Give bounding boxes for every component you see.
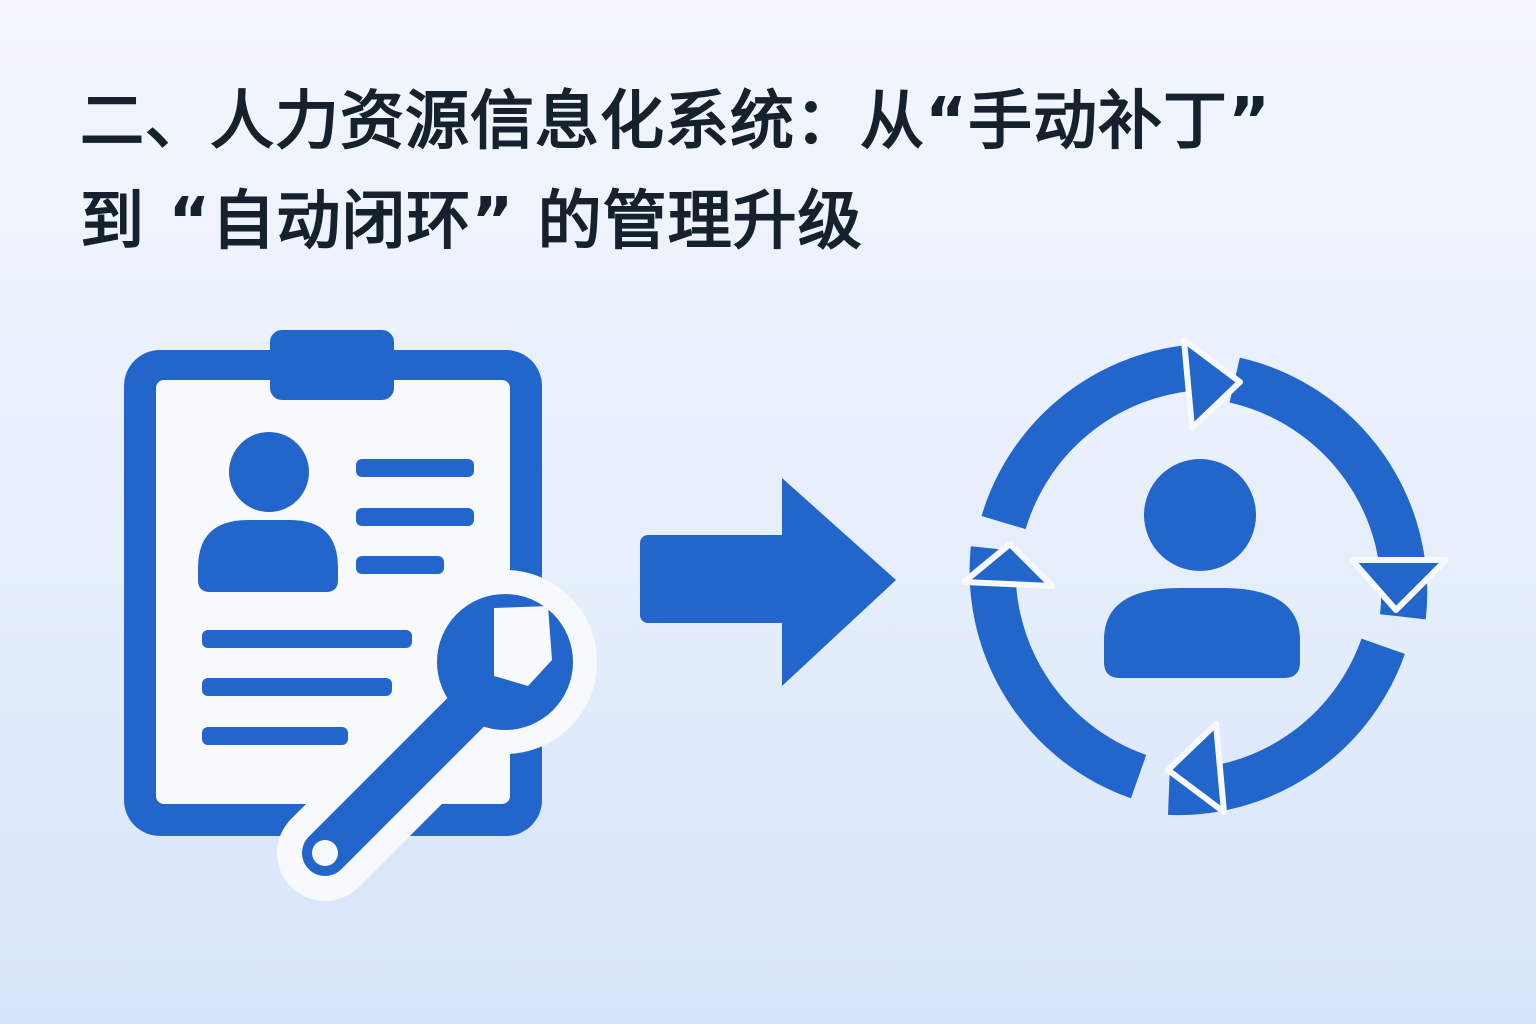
title-line-2: 到 “自动闭环” 的管理升级 [80, 185, 863, 259]
title-line-1: 二、人力资源信息化系统：从“手动补丁” [80, 85, 1272, 159]
page-title: 二、人力资源信息化系统：从“手动补丁” 到 “自动闭环” 的管理升级 [80, 72, 1480, 272]
cycle-user-icon [961, 337, 1449, 816]
arrow-right-icon [640, 478, 896, 686]
clipboard-profile-wrench-icon [124, 330, 597, 901]
